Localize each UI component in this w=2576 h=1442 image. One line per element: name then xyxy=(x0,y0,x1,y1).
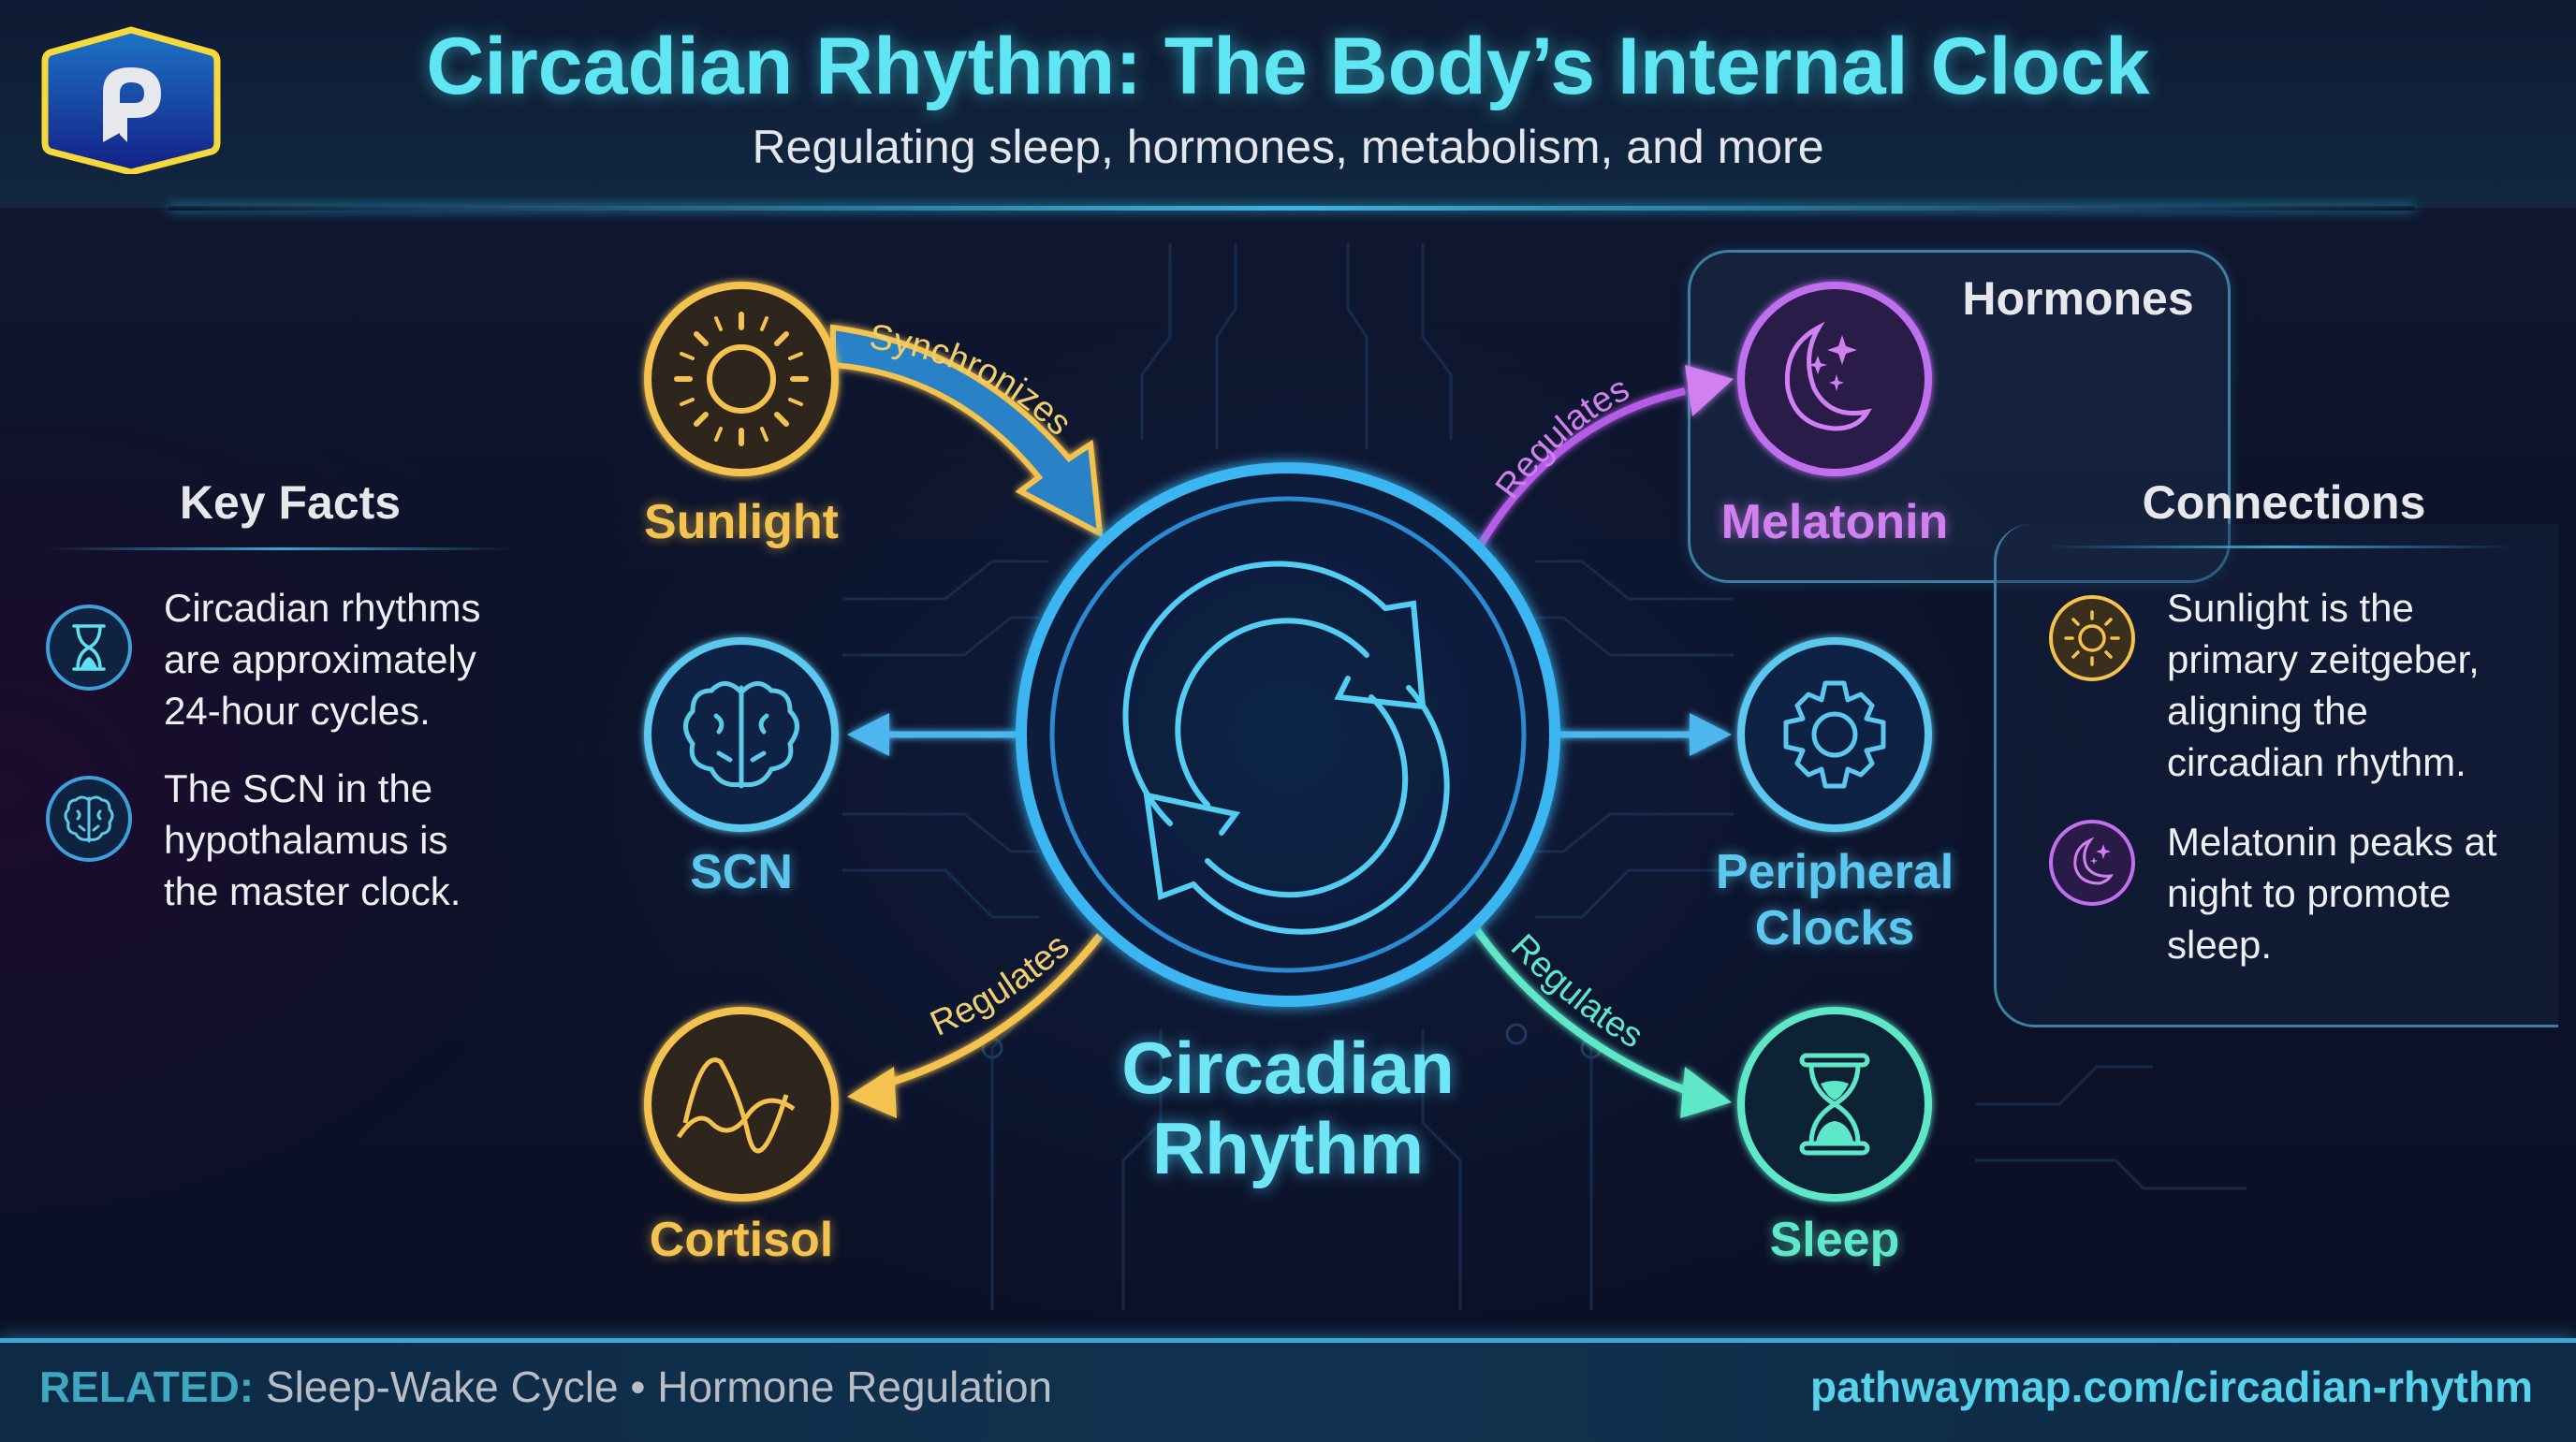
fact-line: hypothalamus is xyxy=(164,818,448,862)
scn-node xyxy=(644,637,839,832)
sun-icon xyxy=(2049,595,2135,681)
connection-line: night to promote xyxy=(2167,871,2452,915)
hourglass-icon xyxy=(46,604,132,691)
header-divider xyxy=(168,206,2415,211)
moon-stars-icon xyxy=(2049,820,2135,906)
page-title: Circadian Rhythm: The Body’s Internal Cl… xyxy=(426,22,2150,111)
pathwaymap-logo-icon[interactable] xyxy=(37,26,225,174)
footer-url-link[interactable]: pathwaymap.com/circadian-rhythm xyxy=(1810,1362,2533,1411)
connection-line: circadian rhythm. xyxy=(2167,740,2466,784)
sleep-node xyxy=(1737,1007,1932,1202)
sleep-label: Sleep xyxy=(1769,1213,1900,1267)
connections-heading: Connections xyxy=(2142,476,2426,529)
peripheral-clocks-label: Peripheral Clocks xyxy=(1647,844,2022,956)
sunlight-node xyxy=(644,282,839,476)
melatonin-label: Melatonin xyxy=(1720,495,1949,549)
related-links: RELATED: Sleep-Wake Cycle • Hormone Regu… xyxy=(39,1362,1052,1412)
key-fact-text: The SCN in the hypothalamus is the maste… xyxy=(164,763,557,917)
page-subtitle: Regulating sleep, hormones, metabolism, … xyxy=(752,121,1824,173)
connection-line: aligning the xyxy=(2167,689,2368,733)
fact-line: are approximately xyxy=(164,637,476,681)
header-band xyxy=(0,0,2576,208)
center-label-line: Circadian xyxy=(1121,1027,1455,1109)
fact-line: the master clock. xyxy=(164,869,461,913)
cortisol-node xyxy=(644,1007,839,1202)
connections-divider xyxy=(2045,546,2513,548)
fact-line: 24-hour cycles. xyxy=(164,689,431,733)
scn-label: SCN xyxy=(690,845,793,899)
connection-line: Melatonin peaks at xyxy=(2167,820,2497,864)
melatonin-node xyxy=(1737,282,1932,476)
key-facts-heading: Key Facts xyxy=(179,476,402,529)
connection-text: Sunlight is the primary zeitgeber, align… xyxy=(2167,582,2569,788)
related-label: RELATED: xyxy=(39,1362,255,1411)
center-node xyxy=(1016,462,1560,1007)
peripheral-label-line: Peripheral xyxy=(1715,845,1954,899)
peripheral-label-line: Clocks xyxy=(1754,901,1915,955)
cortisol-label: Cortisol xyxy=(649,1213,834,1267)
peripheral-clocks-node xyxy=(1737,637,1932,832)
hormones-group-label: Hormones xyxy=(1962,272,2194,325)
key-fact-text: Circadian rhythms are approximately 24-h… xyxy=(164,582,557,736)
synchronizes-arrow xyxy=(830,324,1104,539)
connection-line: sleep. xyxy=(2167,923,2273,967)
footer-bar xyxy=(0,1338,2576,1442)
connection-line: primary zeitgeber, xyxy=(2167,637,2480,681)
fact-line: Circadian rhythms xyxy=(164,586,481,630)
center-label-line: Rhythm xyxy=(1151,1107,1425,1189)
regulates-melatonin-label: Regulates xyxy=(1488,369,1636,506)
center-node-label: Circadian Rhythm xyxy=(1007,1027,1569,1188)
connection-text: Melatonin peaks at night to promote slee… xyxy=(2167,816,2569,970)
brain-icon xyxy=(46,776,132,862)
key-facts-divider xyxy=(47,547,515,550)
related-items[interactable]: Sleep-Wake Cycle • Hormone Regulation xyxy=(265,1362,1053,1411)
fact-line: The SCN in the xyxy=(164,766,433,810)
sunlight-label: Sunlight xyxy=(644,495,839,549)
connection-line: Sunlight is the xyxy=(2167,586,2414,630)
